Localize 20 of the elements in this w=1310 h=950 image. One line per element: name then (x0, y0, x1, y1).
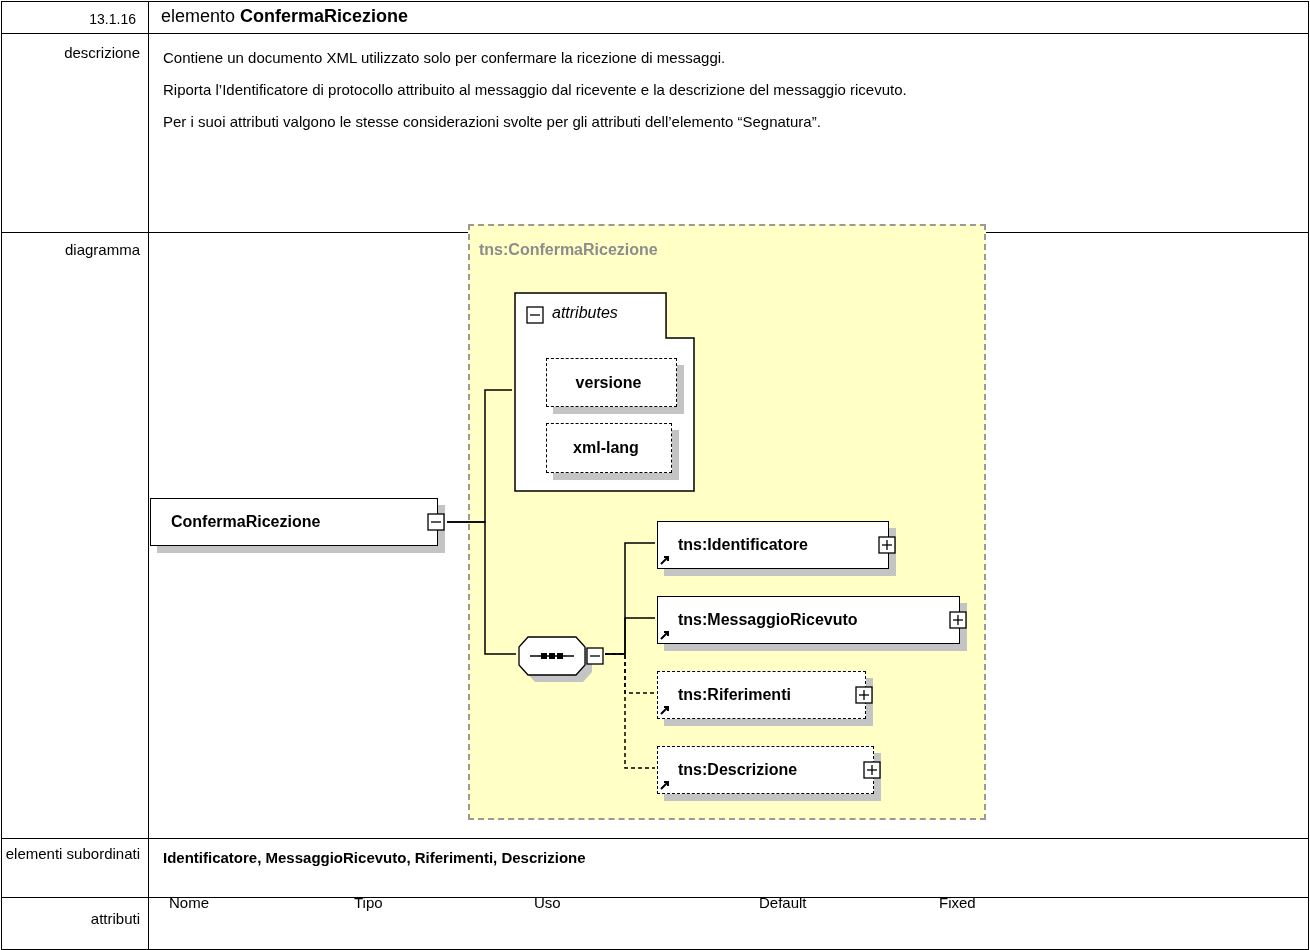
subelements-list: Identificatore, MessaggioRicevuto, Riferimenti, Descrizione (163, 849, 586, 866)
description-text: Riporta l’Identificatore di protocollo attribuito al messaggio dal ricevente e la descrizione del messaggio ricevuto. (163, 80, 908, 100)
description-text: Per i suoi attributi valgono le stesse considerazioni svolte per gli attributi dell’elemento “Segnatura”. (163, 112, 822, 132)
column-header: Fixed (939, 894, 976, 913)
row-header: elementi subordinati (5, 845, 140, 864)
row-header: attributi (90, 910, 140, 929)
row-header: descrizione (64, 44, 140, 63)
attributes-label: attributes (552, 304, 618, 322)
group-title: tns:ConfermaRicezione (479, 241, 658, 259)
description-text: Contiene un documento XML utilizzato solo per confermare la ricezione di messaggi. (163, 48, 727, 68)
connector-line (446, 521, 517, 655)
group-box (468, 224, 986, 820)
column-header: Tipo (354, 894, 383, 913)
section-number: 13.1.16 (89, 11, 136, 29)
column-header: Nome (169, 894, 209, 913)
section-title: elemento ConfermaRicezione (161, 5, 409, 28)
connector-line (604, 653, 656, 769)
row-header: diagramma (64, 241, 140, 260)
column-header: Default (759, 894, 807, 913)
column-header: Uso (534, 894, 561, 913)
